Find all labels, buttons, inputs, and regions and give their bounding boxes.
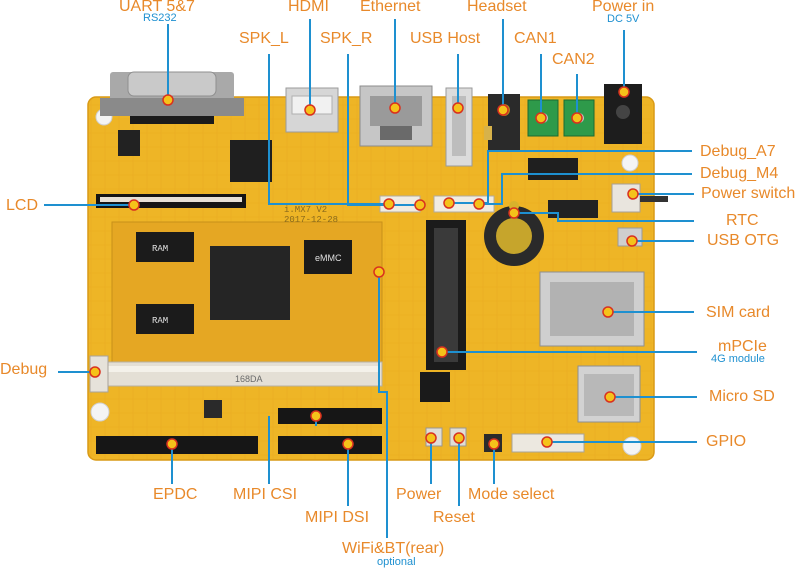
sim-card-holder [539, 271, 645, 347]
label-gpio: GPIO [706, 433, 747, 450]
som-slot-text: 168DA [235, 374, 263, 384]
label-epdc: EPDC [153, 486, 198, 503]
label-mipi-dsi: MIPI DSI [305, 509, 370, 526]
silk-date: 2017-12-28 [284, 215, 338, 225]
mpcie-slot [426, 220, 466, 370]
label-reset: Reset [433, 509, 475, 526]
db9-connector [100, 71, 244, 124]
label-uart: UART 5&7 [119, 0, 195, 15]
label-usb-host: USB Host [410, 30, 481, 47]
label-wifi-bt-sub: optional [377, 556, 416, 568]
label-power-in: Power in [592, 0, 655, 15]
label-wifi-bt: WiFi&BT(rear) [342, 540, 445, 557]
callout-markers [89, 86, 639, 450]
label-hdmi: HDMI [288, 0, 329, 15]
label-power-in-sub: DC 5V [607, 13, 640, 25]
label-spk-r: SPK_R [320, 30, 373, 47]
label-mode-select: Mode select [468, 486, 555, 503]
hdmi-connector [285, 87, 339, 133]
label-headset: Headset [467, 0, 527, 15]
label-spk-l: SPK_L [239, 30, 289, 47]
label-rtc: RTC [726, 212, 759, 229]
ram-chip-1-text: RAM [152, 244, 168, 254]
som-slot [103, 361, 383, 387]
label-micro-sd: Micro SD [709, 388, 775, 405]
label-can1: CAN1 [514, 30, 557, 47]
label-debug: Debug [0, 361, 48, 378]
label-can2: CAN2 [552, 51, 595, 68]
label-debug-m4: Debug_M4 [700, 165, 779, 182]
label-sim-card: SIM card [706, 304, 771, 321]
label-mpcie-sub: 4G module [711, 353, 765, 365]
label-usb-otg: USB OTG [707, 232, 780, 249]
silk-model: i.MX7 V2 [284, 205, 327, 215]
label-ethernet: Ethernet [360, 0, 421, 15]
label-mipi-csi: MIPI CSI [233, 486, 298, 503]
ram-chip-2-text: RAM [152, 316, 168, 326]
emmc-chip-text: eMMC [315, 253, 342, 263]
label-power: Power [396, 486, 442, 503]
leader-lines [44, 19, 697, 538]
som-module [111, 221, 383, 363]
label-debug-a7: Debug_A7 [700, 143, 776, 160]
rtc-battery-holder [484, 201, 544, 266]
label-uart-sub: RS232 [143, 12, 177, 24]
label-mpcie: mPCIe [718, 338, 767, 355]
label-power-switch: Power switch [701, 185, 796, 202]
label-lcd: LCD [6, 197, 39, 214]
